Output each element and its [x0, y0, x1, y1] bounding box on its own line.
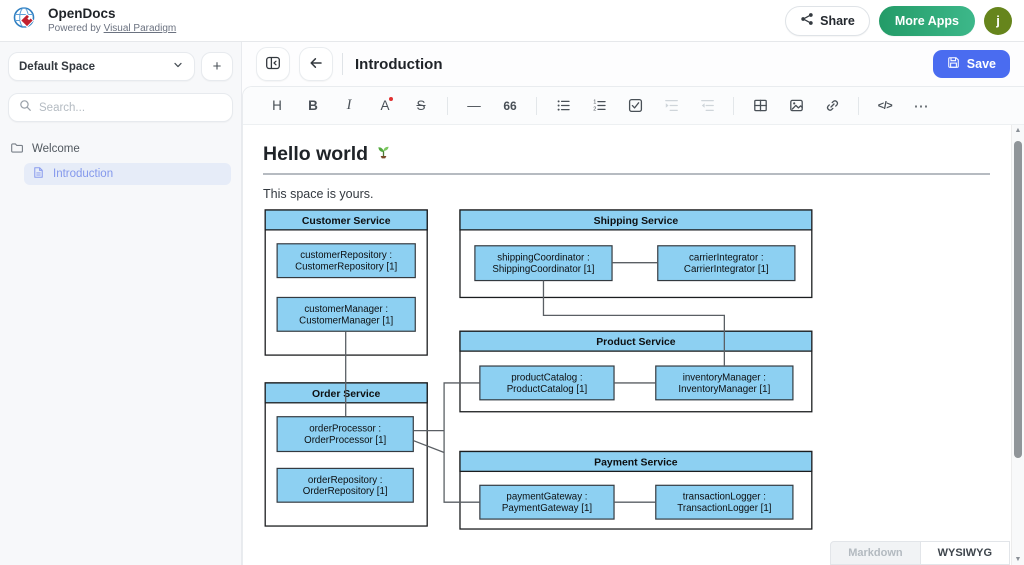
svg-text:Payment Service: Payment Service: [594, 457, 678, 468]
component-diagram: Customer ServicecustomerRepository :Cust…: [263, 209, 815, 532]
search-box[interactable]: [8, 93, 233, 122]
brand: OpenDocs Powered by Visual Paradigm: [12, 5, 176, 37]
svg-text:carrierIntegrator :: carrierIntegrator :: [689, 253, 764, 264]
toolbar-divider: [447, 97, 448, 115]
collapse-sidebar-button[interactable]: [256, 47, 290, 81]
page-tree: Welcome Introduction: [0, 138, 241, 185]
italic-icon[interactable]: I: [333, 93, 365, 119]
service-product-service: Product Service productCatalog :ProductCa…: [460, 331, 812, 412]
svg-text:shippingCoordinator :: shippingCoordinator :: [497, 253, 589, 264]
svg-text:OrderRepository [1]: OrderRepository [1]: [303, 486, 388, 497]
share-icon: [800, 12, 814, 29]
heading-rule: [263, 173, 990, 175]
scroll-up-icon[interactable]: ▲: [1012, 127, 1024, 134]
svg-text:customerManager :: customerManager :: [304, 304, 388, 315]
link-icon[interactable]: [816, 93, 848, 119]
svg-text:Product Service: Product Service: [596, 337, 676, 348]
share-button[interactable]: Share: [785, 6, 870, 36]
horizontal-rule-icon[interactable]: —: [458, 93, 490, 119]
search-icon: [19, 99, 32, 117]
add-page-button[interactable]: +: [201, 52, 233, 81]
bold-icon[interactable]: B: [297, 93, 329, 119]
space-selector[interactable]: Default Space: [8, 52, 195, 81]
service-shipping-service: Shipping Service shippingCoordinator :Shi…: [460, 210, 812, 297]
svg-text:orderProcessor :: orderProcessor :: [309, 424, 381, 435]
svg-text:transactionLogger :: transactionLogger :: [683, 492, 766, 503]
service-payment-service: Payment Service paymentGateway :PaymentGa…: [460, 451, 812, 529]
svg-text:customerRepository :: customerRepository :: [300, 250, 392, 261]
main-area: Introduction Save HBIAS—6612</>⋯ Hello w…: [242, 42, 1024, 565]
opendocs-logo-icon: [12, 5, 39, 37]
editor: HBIAS—6612</>⋯ Hello world: [242, 86, 1024, 565]
strikethrough-icon[interactable]: S: [405, 93, 437, 119]
document-body[interactable]: Hello world This space is yours. C: [243, 125, 1024, 565]
chevron-down-icon: [172, 59, 184, 74]
sidebar: Default Space + Welcome: [0, 42, 242, 565]
doc-heading: Hello world: [263, 143, 1004, 166]
svg-text:Shipping Service: Shipping Service: [594, 216, 679, 227]
scrollbar-thumb[interactable]: [1014, 141, 1022, 458]
code-icon[interactable]: </>: [869, 93, 901, 119]
toolbar-divider: [733, 97, 734, 115]
panel-toggle-icon: [265, 55, 281, 74]
ordered-list-icon[interactable]: 12: [583, 93, 615, 119]
app-name: OpenDocs: [48, 7, 176, 22]
indent-icon: [655, 93, 687, 119]
sidebar-item-welcome[interactable]: Welcome: [0, 138, 241, 160]
doc-paragraph: This space is yours.: [263, 187, 1004, 201]
save-icon: [947, 56, 960, 72]
image-icon[interactable]: [780, 93, 812, 119]
bullet-list-icon[interactable]: [547, 93, 579, 119]
main-header: Introduction Save: [242, 42, 1024, 86]
blockquote-icon[interactable]: 66: [494, 93, 526, 119]
seedling-emoji: [375, 143, 392, 166]
vertical-scrollbar[interactable]: ▲ ▼: [1011, 125, 1024, 565]
text-color-icon[interactable]: A: [369, 93, 401, 119]
markdown-mode-tab[interactable]: Markdown: [830, 541, 920, 565]
toolbar-divider: [858, 97, 859, 115]
more-icon[interactable]: ⋯: [905, 93, 937, 119]
page-title: Introduction: [355, 56, 442, 73]
formatting-toolbar: HBIAS—6612</>⋯: [243, 87, 1024, 125]
file-icon: [32, 166, 45, 182]
svg-text:productCatalog :: productCatalog :: [511, 372, 582, 383]
save-button[interactable]: Save: [933, 50, 1010, 78]
svg-text:inventoryManager :: inventoryManager :: [683, 372, 766, 383]
svg-text:PaymentGateway [1]: PaymentGateway [1]: [502, 503, 592, 514]
wysiwyg-mode-tab[interactable]: WYSIWYG: [921, 541, 1010, 565]
outdent-icon: [691, 93, 723, 119]
editor-mode-toggle: Markdown WYSIWYG: [830, 541, 1010, 565]
heading-icon[interactable]: H: [261, 93, 293, 119]
back-button[interactable]: [299, 47, 333, 81]
svg-text:2: 2: [593, 107, 596, 113]
svg-text:OrderProcessor [1]: OrderProcessor [1]: [304, 435, 386, 446]
topbar: OpenDocs Powered by Visual Paradigm Shar…: [0, 0, 1024, 42]
sidebar-item-introduction[interactable]: Introduction: [24, 163, 231, 185]
svg-text:CarrierIntegrator [1]: CarrierIntegrator [1]: [684, 264, 769, 275]
folder-icon: [10, 141, 24, 158]
svg-text:ShippingCoordinator [1]: ShippingCoordinator [1]: [492, 264, 594, 275]
svg-text:InventoryManager [1]: InventoryManager [1]: [678, 384, 770, 395]
toolbar-divider: [536, 97, 537, 115]
svg-text:CustomerManager [1]: CustomerManager [1]: [299, 315, 393, 326]
svg-text:orderRepository :: orderRepository :: [308, 475, 383, 486]
svg-text:ProductCatalog [1]: ProductCatalog [1]: [507, 384, 588, 395]
scroll-down-icon[interactable]: ▼: [1012, 556, 1024, 563]
task-list-icon[interactable]: [619, 93, 651, 119]
more-apps-button[interactable]: More Apps: [879, 6, 975, 36]
svg-text:TransactionLogger [1]: TransactionLogger [1]: [677, 503, 771, 514]
divider: [342, 53, 343, 75]
svg-text:1: 1: [593, 99, 596, 105]
svg-text:paymentGateway :: paymentGateway :: [506, 492, 587, 503]
search-input[interactable]: [39, 102, 222, 114]
user-avatar[interactable]: j: [984, 7, 1012, 35]
svg-text:CustomerRepository [1]: CustomerRepository [1]: [295, 262, 397, 273]
svg-text:Customer Service: Customer Service: [302, 216, 391, 227]
visual-paradigm-link[interactable]: Visual Paradigm: [104, 23, 177, 34]
arrow-left-icon: [308, 55, 324, 74]
powered-by: Powered by Visual Paradigm: [48, 23, 176, 34]
table-icon[interactable]: [744, 93, 776, 119]
